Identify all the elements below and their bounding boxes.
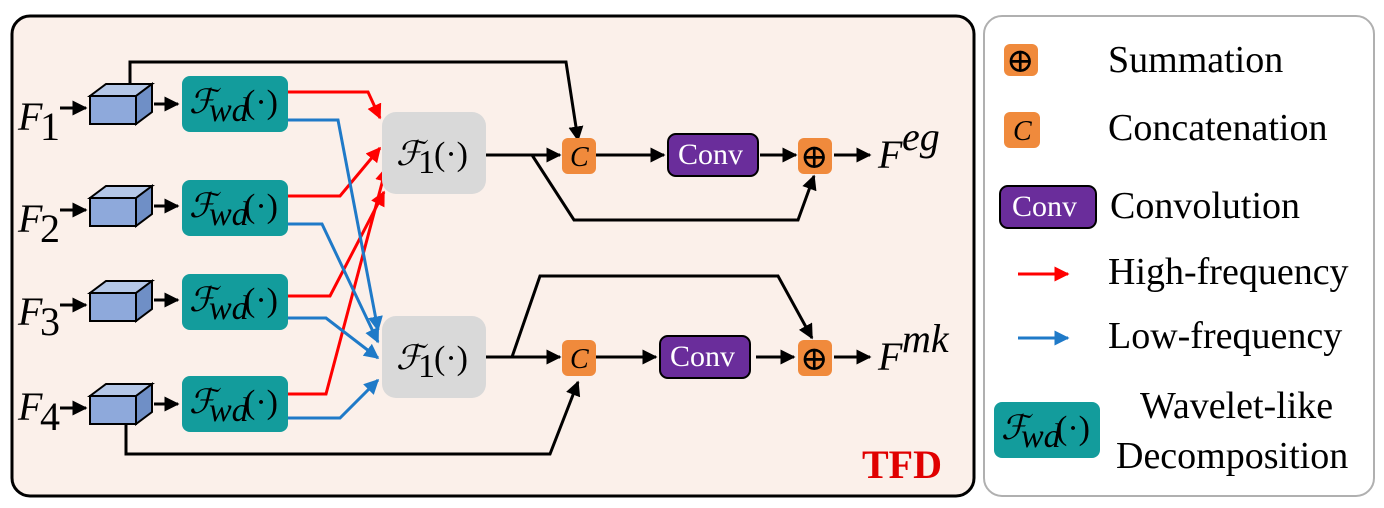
svg-text:F: F — [877, 132, 903, 177]
sum-node-bottom: ⊕ — [798, 340, 832, 378]
svg-text:F: F — [17, 289, 43, 334]
output-label-mk: F mk — [877, 316, 950, 379]
svg-text:F: F — [17, 94, 43, 139]
svg-text:Wavelet-like: Wavelet-like — [1140, 385, 1333, 427]
feature-cube-1 — [87, 82, 155, 126]
svg-text:wd: wd — [1021, 418, 1062, 455]
high-frequency-arrows — [288, 90, 390, 396]
cube-to-wavelet-arrows — [154, 96, 180, 412]
svg-text:(·): (·) — [244, 282, 278, 319]
svg-text:wd: wd — [209, 196, 250, 233]
conv-box-bottom: Conv — [659, 335, 751, 379]
legend-low-frequency: Low-frequency — [1018, 315, 1342, 357]
svg-text:1: 1 — [418, 144, 435, 181]
svg-text:wd: wd — [209, 290, 250, 327]
flow-lines — [124, 60, 872, 456]
svg-text:F: F — [877, 334, 903, 379]
wavelet-box-2: ℱ wd (·) — [182, 180, 288, 236]
svg-text:Decomposition: Decomposition — [1116, 435, 1348, 477]
wavelet-box-1: ℱ wd (·) — [182, 76, 288, 132]
svg-text:3: 3 — [40, 299, 60, 344]
svg-text:Convolution: Convolution — [1110, 185, 1300, 227]
svg-text:C: C — [570, 142, 589, 173]
feature-cube-2 — [87, 184, 155, 228]
tfd-panel — [10, 14, 976, 498]
input-label-f2: F 2 — [17, 196, 60, 251]
svg-text:Conv: Conv — [678, 138, 743, 171]
svg-text:(·): (·) — [434, 136, 468, 173]
legend-convolution: Conv Convolution — [999, 185, 1300, 229]
svg-text:⊕: ⊕ — [1006, 43, 1035, 80]
svg-text:(·): (·) — [434, 340, 468, 377]
svg-text:F: F — [17, 196, 43, 241]
wavelet-box-3: ℱ wd (·) — [182, 274, 288, 330]
svg-text:Conv: Conv — [670, 340, 735, 373]
f1-box-top: ℱ 1 (·) — [382, 112, 486, 194]
legend-wavelet: ℱ wd (·) Wavelet-like Decomposition — [994, 385, 1348, 477]
svg-text:2: 2 — [40, 206, 60, 251]
wavelet-box-4: ℱ wd (·) — [182, 376, 288, 432]
f1-box-bottom: ℱ 1 (·) — [382, 316, 486, 398]
svg-text:F: F — [17, 384, 43, 429]
svg-text:1: 1 — [40, 104, 60, 149]
svg-text:High-frequency: High-frequency — [1108, 251, 1349, 293]
svg-text:eg: eg — [902, 114, 940, 159]
tfd-label: TFD — [862, 442, 942, 487]
svg-text:wd: wd — [209, 92, 250, 129]
sum-node-top: ⊕ — [798, 138, 832, 176]
input-label-f1: F 1 — [17, 94, 60, 149]
legend-panel — [983, 15, 1375, 497]
svg-text:Conv: Conv — [1012, 190, 1077, 223]
concat-node-bottom: C — [562, 340, 596, 376]
output-label-eg: F eg — [877, 114, 940, 177]
concat-node-top: C — [562, 138, 596, 174]
svg-text:wd: wd — [209, 392, 250, 429]
svg-text:C: C — [1013, 116, 1032, 147]
svg-text:mk: mk — [902, 316, 950, 361]
input-arrows — [60, 100, 88, 416]
svg-text:(·): (·) — [244, 188, 278, 225]
svg-text:⊕: ⊕ — [800, 139, 829, 176]
feature-cube-3 — [87, 279, 155, 323]
svg-text:(·): (·) — [244, 384, 278, 421]
conv-box-top: Conv — [667, 133, 759, 177]
svg-text:(·): (·) — [244, 84, 278, 121]
input-label-f3: F 3 — [17, 289, 60, 344]
svg-text:⊕: ⊕ — [800, 341, 829, 378]
svg-text:Summation: Summation — [1108, 39, 1283, 81]
legend-summation: ⊕ Summation — [1004, 39, 1283, 81]
svg-text:1: 1 — [418, 348, 435, 385]
feature-cube-4 — [87, 382, 155, 426]
svg-text:C: C — [570, 344, 589, 375]
svg-text:Concatenation: Concatenation — [1108, 107, 1327, 149]
svg-text:Low-frequency: Low-frequency — [1108, 315, 1342, 357]
legend-high-frequency: High-frequency — [1018, 251, 1349, 293]
svg-text:(·): (·) — [1056, 410, 1090, 447]
legend-concatenation: C Concatenation — [1004, 107, 1327, 149]
svg-text:4: 4 — [40, 394, 60, 439]
low-frequency-arrows — [288, 118, 383, 420]
input-label-f4: F 4 — [17, 384, 60, 439]
